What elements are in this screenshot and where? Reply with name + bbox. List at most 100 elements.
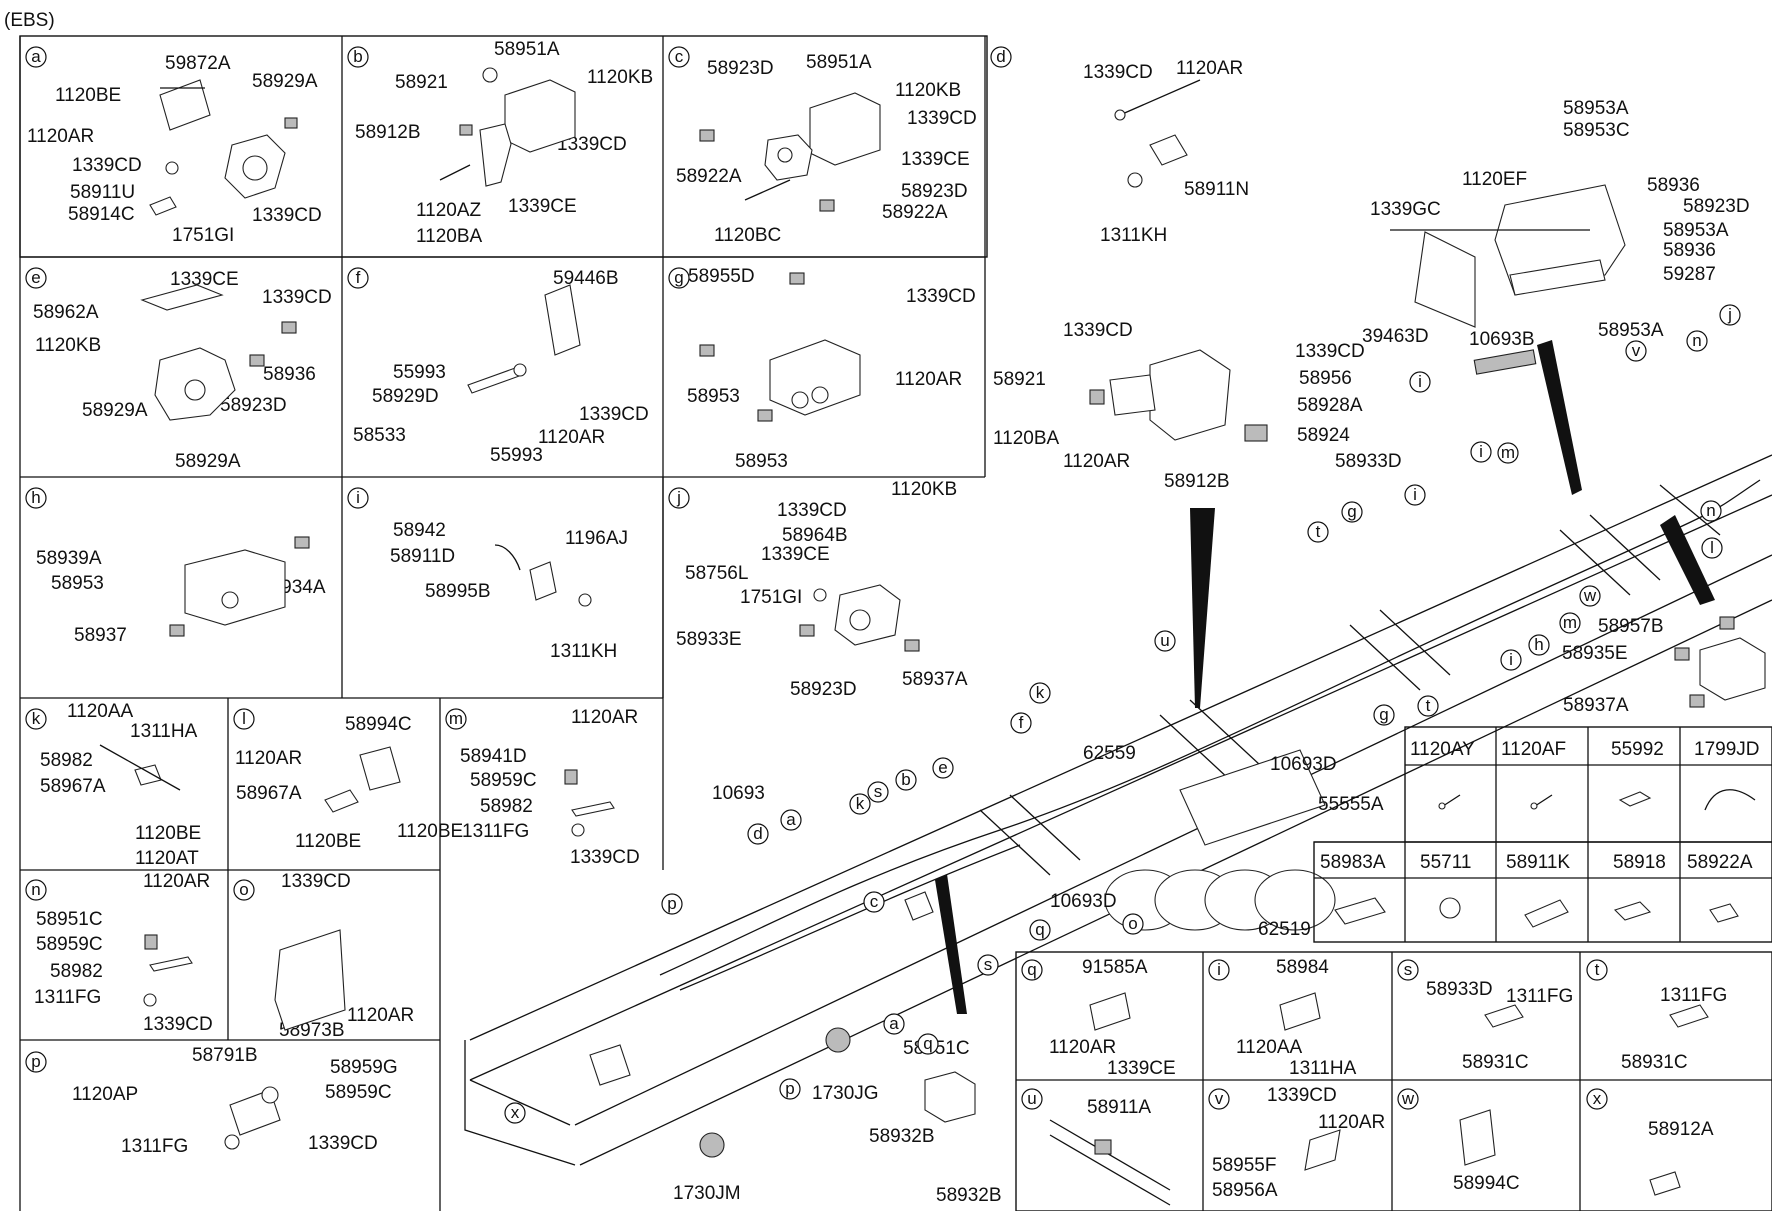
panel-letter-l: l	[233, 708, 255, 730]
part-label: 1311FG	[462, 821, 529, 842]
bracket-o-drawing	[274, 929, 346, 1031]
part-label: 55993	[393, 362, 446, 383]
part-label: 58959C	[470, 770, 537, 791]
part-label: 1311FG	[121, 1136, 188, 1157]
part-label: 58935E	[1562, 643, 1628, 664]
valve-e-drawing	[140, 284, 297, 421]
part-label: 58951A	[494, 39, 560, 60]
chassis-callout-t: t	[1307, 521, 1329, 543]
part-label: 58932B	[936, 1185, 1002, 1206]
part-label: 58957B	[1598, 616, 1664, 637]
valve-d-drawing	[1114, 79, 1201, 188]
part-label: 1311FG	[1506, 986, 1573, 1007]
table-part-label: 58918	[1613, 852, 1666, 873]
part-label: 58923D	[790, 679, 857, 700]
part-label: 58953	[51, 573, 104, 594]
svg-text:k: k	[856, 794, 865, 813]
part-label: 58962A	[33, 302, 99, 323]
part-label: 58921	[395, 72, 448, 93]
part-label: 58914C	[68, 204, 135, 225]
part-label: 58953	[735, 451, 788, 472]
small-panel-grid	[1015, 951, 1772, 1211]
part-label: 1120KB	[895, 80, 961, 101]
part-label: 1339CE	[761, 544, 830, 565]
panel-letter-h: h	[25, 487, 47, 509]
svg-text:g: g	[1379, 705, 1388, 724]
chassis-callout-t: t	[1417, 695, 1439, 717]
table-part-label: 1120AF	[1501, 739, 1566, 760]
part-label: 1339CD	[308, 1133, 378, 1154]
table-part-label: 55711	[1420, 852, 1471, 873]
part-label: 58922A	[676, 166, 742, 187]
svg-text:h: h	[31, 488, 40, 507]
chassis-labels: 1069310693D10693D6255955555A625191730JG1…	[673, 743, 1384, 1206]
part-label: 10693B	[1469, 329, 1535, 350]
part-label: 1120AZ	[416, 200, 482, 221]
part-label: 1339CD	[1063, 320, 1133, 341]
part-label: 58924	[1297, 425, 1350, 446]
part-label: 58959C	[36, 934, 103, 955]
part-label: 58937A	[1563, 695, 1629, 716]
part-label: 58929A	[175, 451, 241, 472]
svg-text:u: u	[1027, 1089, 1036, 1108]
part-label: 58922A	[882, 202, 948, 223]
part-label: 1339CD	[579, 404, 649, 425]
truck-chassis-drawing	[464, 340, 1772, 1166]
svg-text:i: i	[1418, 372, 1422, 391]
part-label: 1120AR	[1063, 451, 1130, 472]
part-label: 58956A	[1212, 1180, 1278, 1201]
air-tanks	[1104, 749, 1336, 931]
svg-text:n: n	[1706, 501, 1715, 520]
svg-text:a: a	[889, 1014, 899, 1033]
valve-i-drawing	[494, 544, 592, 607]
part-label: 58912B	[355, 122, 421, 143]
svg-text:c: c	[870, 892, 879, 911]
valve-b-drawing	[439, 67, 576, 187]
chassis-callout-c: c	[863, 891, 885, 913]
chassis-callout-u: u	[1154, 630, 1176, 652]
svg-text:s: s	[984, 955, 993, 974]
part-label: 58964B	[782, 525, 848, 546]
svg-text:l: l	[242, 709, 246, 728]
part-label: 1120AR	[347, 1005, 414, 1026]
panel-grid	[19, 35, 988, 1211]
part-label: 58967A	[40, 776, 106, 797]
svg-text:w: w	[1401, 1089, 1415, 1108]
part-label: 1120BE	[135, 823, 201, 844]
part-label: 58911U	[70, 182, 135, 203]
panel-letter-m: m	[445, 708, 467, 730]
panel-letter-c: c	[668, 46, 690, 68]
part-label: 58933D	[1426, 979, 1493, 1000]
svg-text:n: n	[31, 880, 40, 899]
bracket-k-drawing	[99, 744, 181, 791]
part-label: 1339CD	[906, 286, 976, 307]
svg-text:k: k	[32, 709, 41, 728]
part-label: 58995B	[425, 581, 491, 602]
part-label: 1120KB	[587, 67, 653, 88]
part-label: 1311HA	[130, 721, 198, 742]
small-panel-letter-v: v	[1208, 1088, 1230, 1110]
chassis-callout-x: x	[504, 1102, 526, 1124]
chassis-callout-d: d	[747, 823, 769, 845]
part-label: 1120BC	[714, 225, 781, 246]
part-label: 1730JG	[812, 1083, 879, 1104]
part-label: 58929D	[372, 386, 439, 407]
valve-c-drawing	[699, 92, 881, 212]
svg-text:m: m	[1563, 613, 1577, 632]
chassis-callout-k: k	[1029, 682, 1051, 704]
bracket-l-drawing	[324, 746, 401, 813]
part-label: 1120AA	[67, 701, 134, 722]
svg-text:e: e	[31, 268, 40, 287]
part-label: 1339CE	[901, 149, 970, 170]
parts-table	[1313, 726, 1772, 943]
chassis-callout-j: j	[1719, 304, 1741, 326]
part-label: 1120AP	[72, 1084, 138, 1105]
part-label: 1120AT	[135, 848, 199, 869]
bracket-m-drawing	[564, 769, 615, 837]
part-label: 58911A	[1087, 1097, 1151, 1118]
part-label: 58953A	[1663, 220, 1729, 241]
part-label: 59872A	[165, 53, 231, 74]
chassis-callout-b: b	[895, 769, 917, 791]
part-label: 1339CD	[1267, 1085, 1337, 1106]
part-label: 91585A	[1082, 957, 1148, 978]
